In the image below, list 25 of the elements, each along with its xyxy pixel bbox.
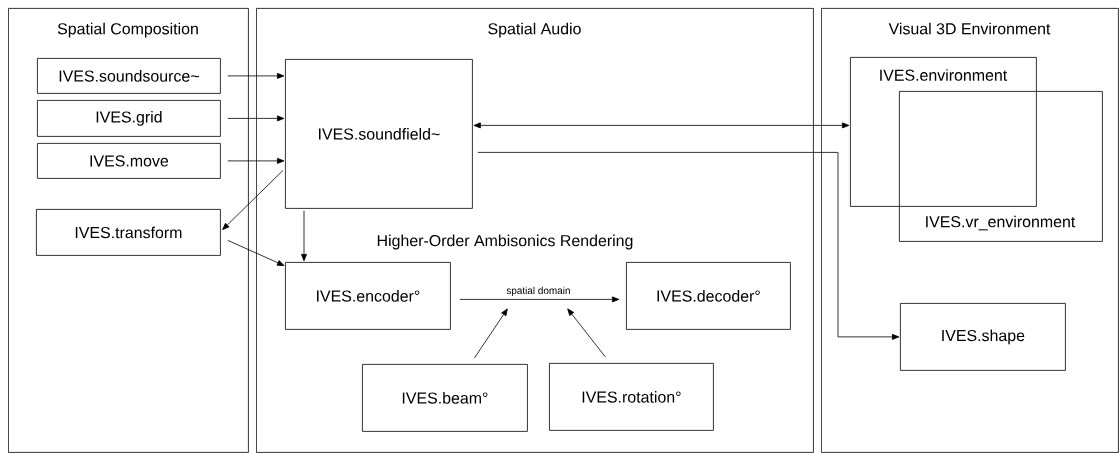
arrow xyxy=(227,240,285,266)
module-box: IVES.soundsource~ xyxy=(37,58,221,94)
arrow xyxy=(477,152,900,340)
module-box: IVES.shape xyxy=(900,303,1066,371)
arrow xyxy=(459,296,620,303)
arrow xyxy=(227,115,285,122)
module-box: IVES.vr_environment xyxy=(899,91,1103,242)
module-box: IVES.move xyxy=(37,143,221,179)
edge-label: spatial domain xyxy=(505,285,572,298)
arrow xyxy=(222,170,284,230)
arrow xyxy=(301,210,307,262)
arrow xyxy=(227,157,285,164)
module-box: IVES.encoder° xyxy=(285,262,451,330)
arrow xyxy=(474,308,508,359)
module-box: IVES.soundfield~ xyxy=(285,59,473,209)
module-box: IVES.environment xyxy=(850,57,1037,207)
module-box: IVES.beam° xyxy=(362,364,528,432)
module-box: IVES.decoder° xyxy=(626,262,791,330)
arrow xyxy=(567,308,606,358)
arrow xyxy=(473,122,850,129)
section-heading: Higher-Order Ambisonics Rendering xyxy=(377,234,633,250)
module-box: IVES.transform xyxy=(36,209,221,256)
module-box: IVES.grid xyxy=(37,100,221,137)
module-box: IVES.rotation° xyxy=(549,363,714,431)
arrow xyxy=(227,72,285,79)
